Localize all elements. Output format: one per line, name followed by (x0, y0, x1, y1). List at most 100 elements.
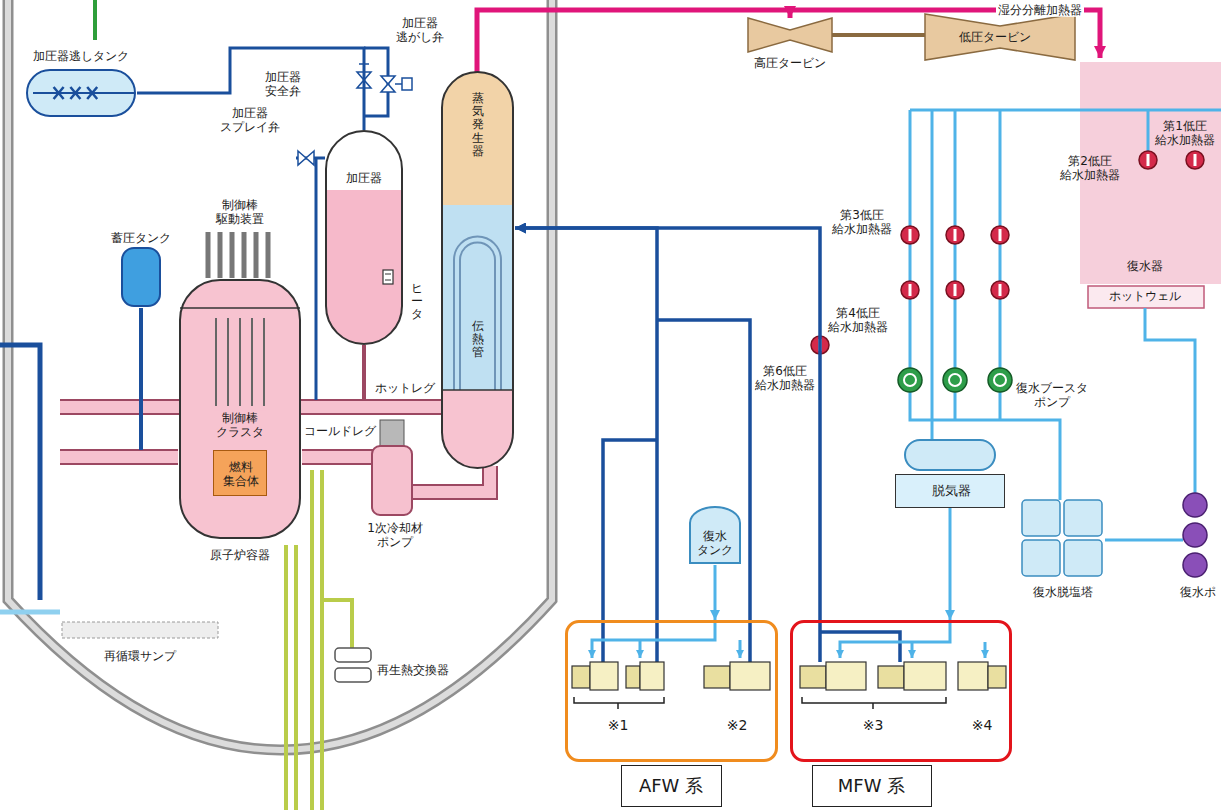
green-pipe (93, 0, 97, 40)
component-label: 第3低圧 給水加熱器 (832, 208, 892, 237)
control-rod-drive (208, 232, 268, 278)
component-label: 高圧タービン (754, 56, 826, 70)
steam-generator: 蒸気発生器伝熱管 (440, 70, 515, 470)
tank-body (27, 70, 135, 116)
component-label: 再生熱交換器 (377, 663, 449, 677)
valve-actuator (395, 78, 412, 90)
feedwater-heater (811, 151, 1204, 354)
pipe-connector (714, 565, 717, 620)
pressurizer-outline (326, 131, 402, 344)
node-text: ※2 (727, 717, 748, 734)
hotwell (1088, 286, 1204, 308)
auxiliary-pipe (286, 470, 352, 810)
component-label: ホットレグ (375, 381, 435, 395)
control-rod (216, 318, 264, 406)
pressurizer-water (326, 131, 402, 344)
system-label: MFW 系 (812, 765, 932, 807)
steam-line (788, 10, 793, 18)
component-label: ヒータ (411, 282, 423, 322)
accumulator-line (139, 308, 143, 450)
component-label: 第1低圧 給水加熱器 (1155, 119, 1215, 148)
node-text: 蒸気発生器 (472, 92, 484, 158)
containment-wall (8, 0, 552, 750)
system-label: AFW 系 (621, 765, 722, 807)
node-text: 加圧器逃しタンク (33, 49, 129, 63)
deaerator: 脱気器 (895, 474, 1005, 508)
booster-pump (898, 368, 1012, 392)
sg-channel-head (442, 390, 513, 468)
heat-exchanger (335, 648, 371, 662)
group-bracket (574, 697, 946, 709)
suction-pipe (984, 642, 987, 658)
node-text: ※1 (608, 717, 629, 734)
component-label: 復水器 (1127, 259, 1163, 273)
hp-turbine (748, 18, 832, 52)
node-text: 蓄圧タンク (111, 231, 171, 245)
component-label: コールドレグ (304, 424, 376, 438)
heater-symbol (385, 274, 391, 280)
component-label: ホットウェル (1109, 289, 1181, 303)
steam-line (477, 10, 1100, 72)
relief-line (364, 48, 388, 116)
heater-symbol (383, 270, 393, 284)
node-text: 脱気器 (932, 483, 971, 499)
mfw-pump-region: ※3※4 (790, 620, 1012, 762)
component-label: 加圧器 逃がし弁 (396, 16, 444, 45)
component-label: 第4低圧 給水加熱器 (828, 306, 888, 335)
component-label: 湿分分離加熱器 (996, 3, 1084, 17)
component-label: 加圧器 安全弁 (265, 70, 301, 99)
pressurizer: 加圧器 (325, 130, 403, 345)
component-label: 低圧タービン (959, 30, 1031, 44)
suction-pipe (840, 622, 950, 658)
node-text: MFW 系 (838, 775, 905, 797)
sparger-mark (54, 87, 98, 99)
component-label: 1次冷却材 ポンプ (367, 521, 423, 550)
shape-outline (325, 130, 403, 345)
sg-outline (442, 72, 513, 468)
node-text: 原子炉容器 (210, 548, 270, 562)
node-text: 加圧器 (346, 171, 382, 185)
relief-tank: 加圧器逃しタンク (25, 48, 137, 120)
component-label: 第2低圧 給水加熱器 (1060, 154, 1120, 183)
component-label: 復水ブースタ ポンプ (1016, 381, 1088, 410)
sg-steam-dome (442, 72, 513, 205)
sump-pipe (0, 610, 60, 615)
node-text: ※4 (972, 717, 993, 734)
sparger-pipe (33, 92, 135, 94)
vessel-flange (180, 307, 300, 309)
afw-pump-region: ※1 ※2 (565, 620, 778, 762)
demineralizer (1022, 500, 1102, 576)
pump-motor (380, 420, 404, 446)
heat-exchanger (335, 668, 371, 682)
condensate-pump (1183, 493, 1207, 577)
feed-pump (572, 662, 1006, 690)
suction-pipe (639, 640, 642, 658)
pipe-connector (515, 228, 657, 620)
suction-pipe (739, 640, 742, 658)
tube-sheet (442, 389, 513, 391)
pipe-connector (515, 228, 820, 620)
fuel-assembly: 燃料 集合体 (213, 450, 267, 496)
node-text: 燃料 集合体 (223, 460, 259, 489)
component-label: 再循環サンプ (104, 649, 176, 663)
node-text: 伝熱管 (472, 320, 484, 360)
deaerator-tank (905, 440, 995, 470)
pressurizer-steam (326, 131, 402, 190)
feedwater-pipe (603, 320, 900, 662)
node-text: 復水 タンク (697, 529, 733, 558)
relief-valve-symbol (381, 76, 395, 92)
component-label: 制御棒 駆動装置 (216, 198, 264, 227)
turbine-shaft (832, 33, 925, 37)
vessel-body (180, 280, 300, 538)
booster-pump-mark (904, 374, 1006, 386)
component-label: 復水脱塩塔 (1033, 585, 1093, 599)
suction-pipe (911, 642, 914, 658)
node-text: AFW 系 (639, 775, 703, 797)
component-label: 制御棒 クラスタ (214, 411, 266, 440)
sump (62, 622, 218, 638)
lp-turbine (925, 14, 1075, 60)
suction-pipe (592, 622, 715, 658)
condensate-tank: 復水 タンク (688, 505, 742, 565)
containment-wall (8, 0, 552, 750)
